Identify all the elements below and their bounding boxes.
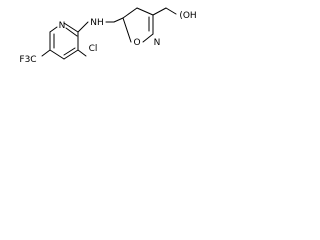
bond — [122, 7, 138, 19]
trifluoromethyl-label: F3C — [19, 55, 36, 65]
pyridine-nitrogen-label: N — [59, 21, 66, 31]
ring-oxygen-label: O — [133, 38, 140, 48]
ring-nitrogen-label: N — [154, 38, 161, 48]
isoxazoline-ring — [122, 7, 154, 43]
bond — [63, 47, 76, 56]
structure-diagram: (OH Cl F3C N NH O N — [19, 7, 197, 65]
amine-label: NH — [90, 18, 104, 28]
bond — [49, 26, 58, 33]
bond-ch2-oh — [165, 7, 177, 15]
bond — [63, 22, 79, 33]
pyridine-ring — [49, 22, 79, 60]
bond — [142, 33, 154, 43]
bond-ch2-c5 — [113, 17, 124, 23]
bond — [63, 49, 79, 60]
bond-to-nh — [77, 21, 89, 33]
bond-to-cf3 — [41, 49, 51, 57]
bond — [136, 7, 154, 16]
bond — [65, 27, 78, 37]
chlorine-label: Cl — [89, 44, 98, 54]
bond-to-ch2oh — [152, 7, 167, 16]
bond — [122, 17, 132, 43]
hydroxyl-label: (OH — [179, 11, 196, 21]
bond — [49, 49, 65, 60]
bond-to-cl — [77, 49, 87, 57]
